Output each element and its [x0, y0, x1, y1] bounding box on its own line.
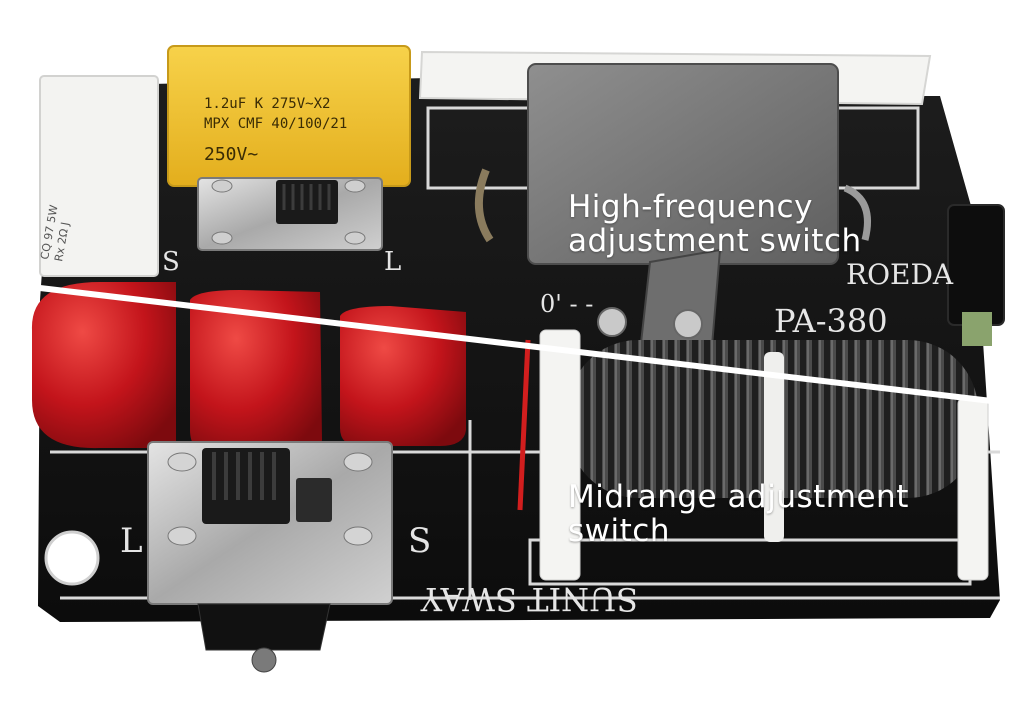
- switch-label-s: S: [162, 247, 180, 277]
- coil-bobbin-right: [957, 397, 989, 581]
- divider-line: [39, 285, 1001, 405]
- knob-ridges: [282, 184, 331, 210]
- rear-connector: [947, 204, 1005, 326]
- midrange-label-line1: Midrange adjustment: [568, 479, 909, 515]
- rivet: [167, 526, 197, 546]
- midrange-label-line2: switch: [568, 513, 670, 549]
- terminal-marks: 0' - -: [540, 290, 593, 318]
- high-frequency-label: High-frequency adjustment switch: [568, 190, 862, 258]
- high-frequency-label-line2: adjustment switch: [568, 223, 862, 259]
- switch-slot: [296, 478, 332, 522]
- red-capacitor-2: [190, 290, 322, 452]
- connector-label: [962, 312, 992, 346]
- capacitor-print-line3: 250V~: [204, 144, 258, 165]
- model-marking: PA-380: [774, 302, 888, 340]
- capacitor-print-line1: 1.2uF K 275V~X2: [204, 96, 330, 112]
- switch-mount: [197, 603, 331, 651]
- high-frequency-label-line1: High-frequency: [568, 189, 813, 225]
- rivet: [211, 231, 233, 245]
- coil-bobbin-left: [539, 329, 581, 581]
- rivet: [167, 452, 197, 472]
- screw-icon: [673, 309, 703, 339]
- rivet: [343, 526, 373, 546]
- brand-marking: ROEDA: [846, 258, 954, 291]
- capacitor-print: 1.2uF K 275V~X2 MPX CMF 40/100/21 250V~: [204, 96, 347, 165]
- rivet: [344, 231, 366, 245]
- cable-tie: [764, 352, 784, 542]
- red-wire: [517, 339, 531, 511]
- rivet: [343, 452, 373, 472]
- midrange-label: Midrange adjustment switch: [568, 480, 909, 548]
- rivet: [344, 179, 366, 193]
- switch2-label-l: L: [120, 521, 143, 561]
- capacitor-print-line2: MPX CMF 40/100/21: [204, 116, 347, 132]
- capacitor-lead: [474, 168, 494, 243]
- red-capacitor-1: [31, 282, 177, 449]
- switch-label-l: L: [384, 247, 401, 277]
- mounting-hole: [44, 530, 100, 586]
- knob-ridges: [212, 452, 276, 500]
- rivet: [211, 179, 233, 193]
- screw-icon: [251, 647, 277, 673]
- white-resistor-block: [39, 75, 159, 277]
- terminal-tab: [638, 248, 722, 354]
- screw-icon: [597, 307, 627, 337]
- capacitor-lead-right: [843, 184, 871, 241]
- switch2-label-s: S: [408, 521, 431, 561]
- bottom-marking: SUNIT SWAY: [420, 580, 638, 618]
- red-capacitor-3: [340, 306, 466, 446]
